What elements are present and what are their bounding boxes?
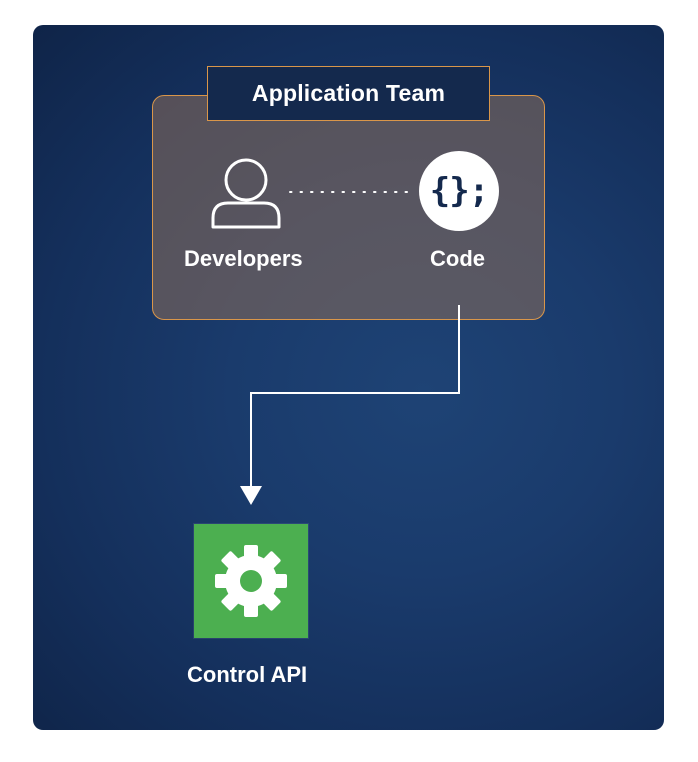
application-team-title: Application Team bbox=[207, 66, 490, 121]
code-to-api-connector bbox=[250, 305, 460, 488]
gear-icon bbox=[215, 545, 287, 617]
control-api-label: Control API bbox=[187, 662, 308, 687]
user-icon bbox=[211, 158, 281, 229]
developers-label: Developers bbox=[184, 246, 303, 271]
code-braces-icon: {}; bbox=[419, 151, 499, 231]
arrowhead-icon bbox=[240, 486, 262, 505]
code-label: Code bbox=[430, 246, 485, 271]
